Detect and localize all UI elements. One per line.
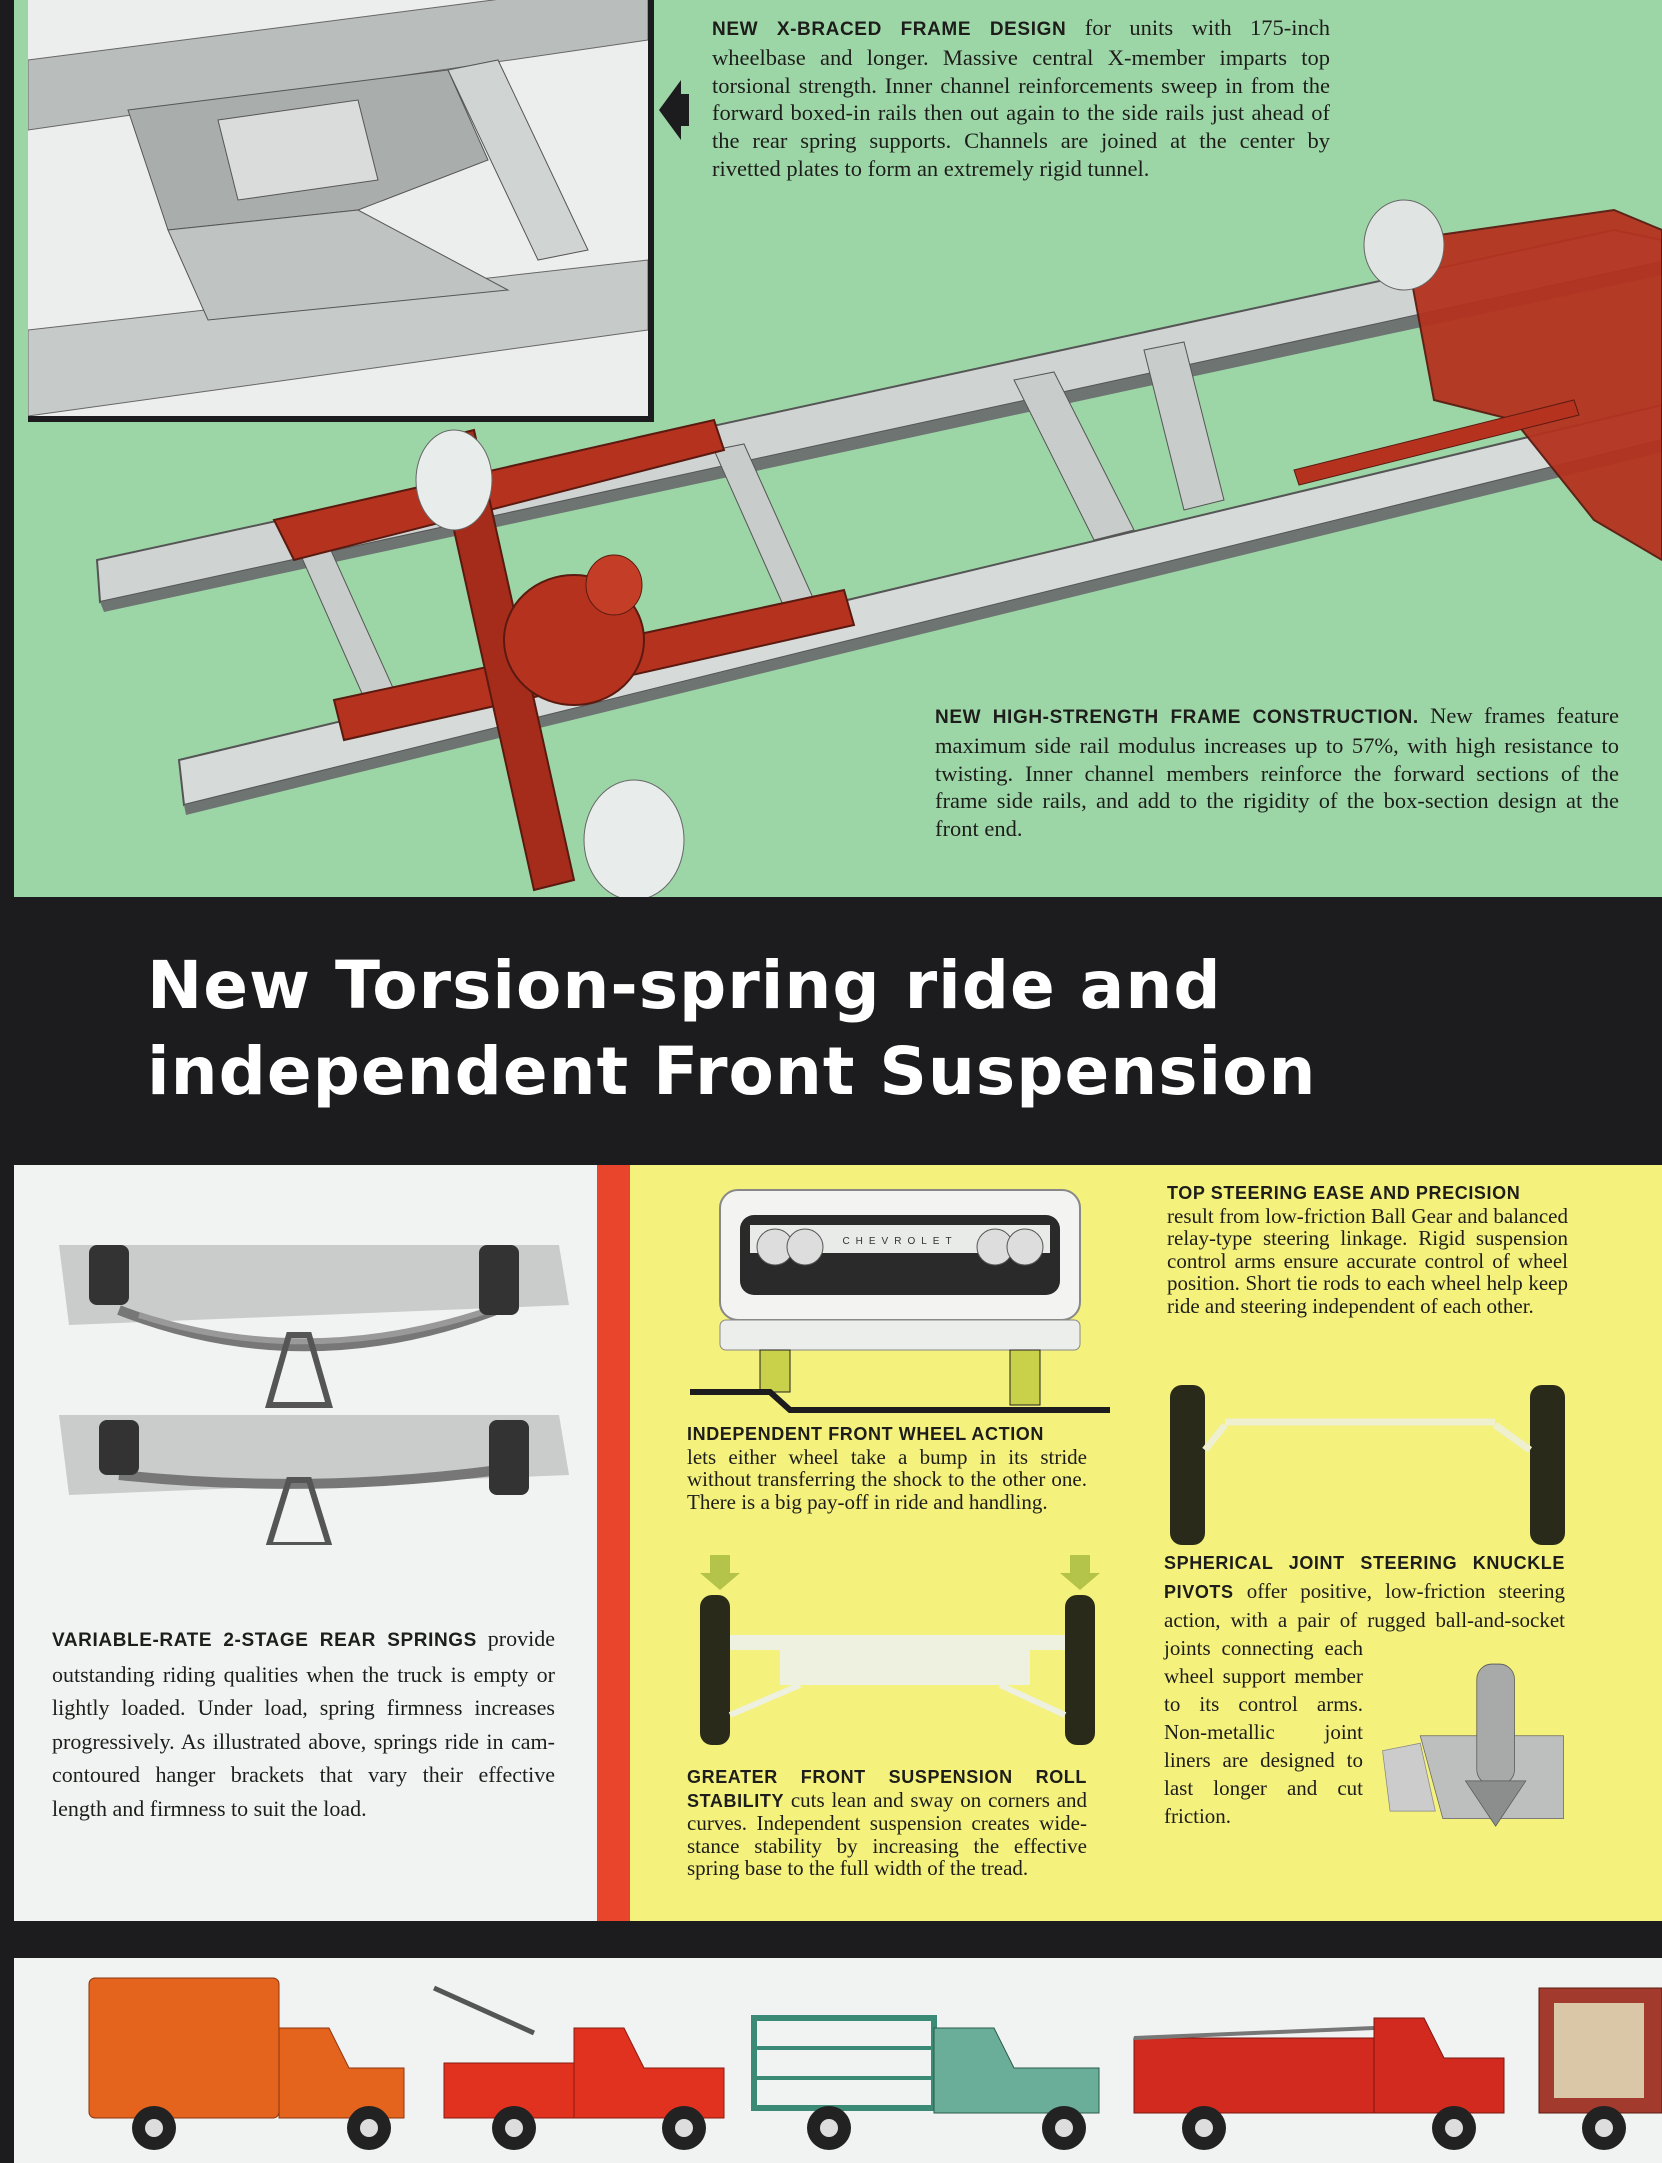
truck-lineup-strip xyxy=(14,1958,1662,2163)
headline-band: New Torsion-spring ride and independent … xyxy=(0,897,1662,1165)
left-tire xyxy=(700,1595,730,1745)
right-tire xyxy=(1530,1385,1565,1545)
steering-ease-text: TOP STEERING EASE AND PRECISION result f… xyxy=(1167,1181,1568,1318)
high-strength-frame-text: NEW HIGH-STRENGTH FRAME CONSTRUCTION. Ne… xyxy=(935,702,1619,843)
front-control-arm xyxy=(1293,399,1580,486)
cross-member xyxy=(1013,371,1135,541)
red-divider-stripe xyxy=(597,1165,630,1921)
lower-frame-rail-shadow xyxy=(184,440,1662,815)
right-tire xyxy=(1065,1595,1095,1745)
independent-wheel-body: lets either wheel take a bump in its str… xyxy=(687,1444,1087,1514)
rear-springs-heading: VARIABLE-RATE 2-STAGE REAR SPRINGS xyxy=(52,1630,477,1651)
lower-frame-rail xyxy=(177,403,1662,807)
rear-springs-panel: VARIABLE-RATE 2-STAGE REAR SPRINGS provi… xyxy=(14,1165,597,1921)
steering-ease-heading: TOP STEERING EASE AND PRECISION xyxy=(1167,1183,1521,1203)
high-strength-body: New frames feature maximum side rail mod… xyxy=(935,703,1619,842)
rear-wheel-hub xyxy=(415,429,493,531)
grille-badge: CHEVROLET xyxy=(842,1236,957,1247)
chassis-illustration xyxy=(95,199,1662,897)
x-braced-body: for units with 175-inch wheelbase and lo… xyxy=(712,15,1331,181)
steering-linkage-illustration xyxy=(1170,1385,1565,1545)
rear-springs-text: VARIABLE-RATE 2-STAGE REAR SPRINGS provi… xyxy=(52,1622,555,1826)
roll-stability-body: cuts lean and sway on corners and curves… xyxy=(687,1787,1088,1881)
independent-wheel-heading: INDEPENDENT FRONT WHEEL ACTION xyxy=(687,1424,1045,1444)
x-member-illustration xyxy=(28,0,648,416)
cross-member xyxy=(1143,341,1225,511)
frame-section: NEW X-BRACED FRAME DESIGN for units with… xyxy=(14,0,1662,897)
knuckle-pivots-heading: SPHERICAL JOINT STEERING KNUCKLE PIVOTS xyxy=(1164,1553,1565,1602)
high-strength-heading: NEW HIGH-STRENGTH FRAME CONSTRUCTION. xyxy=(935,707,1419,728)
front-tire xyxy=(1009,1349,1041,1406)
front-tire xyxy=(759,1349,791,1393)
headline-line-2: independent Front Suspension xyxy=(147,1033,1317,1110)
stake-truck xyxy=(751,2015,1100,2150)
knuckle-pivots-body: offer positive, low-friction steering ac… xyxy=(1164,1579,1565,1828)
x-braced-heading: NEW X-BRACED FRAME DESIGN xyxy=(712,19,1067,40)
x-member-detail-inset xyxy=(28,0,654,422)
frame-rail xyxy=(59,1245,569,1325)
rear-wheel-hub xyxy=(583,779,685,897)
front-suspension-panel: CHEVROLET INDEPENDENT FRONT WHEEL ACTION… xyxy=(630,1165,1662,1921)
beverage-truck xyxy=(1538,1987,1662,2150)
rear-spring-upper xyxy=(272,418,726,562)
independent-wheel-text: INDEPENDENT FRONT WHEEL ACTION lets eith… xyxy=(687,1422,1087,1513)
hanger-bracket xyxy=(489,1420,529,1495)
truck-lineup-illustration xyxy=(88,1977,1662,2150)
load-arrow-icon xyxy=(1060,1555,1100,1590)
van-truck xyxy=(88,1977,405,2150)
wrecker-truck xyxy=(432,1985,725,2150)
left-tire xyxy=(1170,1385,1205,1545)
load-arrow-icon xyxy=(700,1555,740,1590)
truck-front-grille-illustration: CHEVROLET xyxy=(690,1189,1110,1413)
front-suspension xyxy=(1402,208,1662,562)
hanger-bracket xyxy=(99,1420,139,1475)
front-wheel-hub xyxy=(1363,199,1445,291)
headline-line-1: New Torsion-spring ride and xyxy=(147,947,1222,1024)
rear-springs-illustration xyxy=(59,1245,569,1545)
ball-joint-cutaway-illustration xyxy=(1382,1663,1564,1827)
knuckle-pivots-text: SPHERICAL JOINT STEERING KNUCKLE PIVOTS … xyxy=(1164,1548,1565,1834)
x-braced-frame-text: NEW X-BRACED FRAME DESIGN for units with… xyxy=(712,14,1330,183)
roll-stability-text: GREATER FRONT SUSPENSION ROLL STABILITY … xyxy=(687,1765,1087,1880)
roll-stability-heading: GREATER FRONT SUSPENSION ROLL STABILITY xyxy=(687,1767,1087,1811)
hanger-bracket xyxy=(89,1245,129,1305)
u-bolt xyxy=(265,1477,333,1545)
hanger-bracket xyxy=(479,1245,519,1315)
roll-stability-illustration xyxy=(700,1555,1100,1745)
road-bump xyxy=(690,1389,1110,1413)
u-bolt xyxy=(265,1332,333,1408)
fire-truck xyxy=(1133,2017,1505,2150)
pointer-arrow-icon xyxy=(659,80,689,140)
steering-ease-body: result from low-friction Ball Gear and b… xyxy=(1167,1203,1568,1318)
rear-springs-body: provide outstanding riding qualities whe… xyxy=(52,1626,555,1821)
differential-cover xyxy=(585,554,643,616)
